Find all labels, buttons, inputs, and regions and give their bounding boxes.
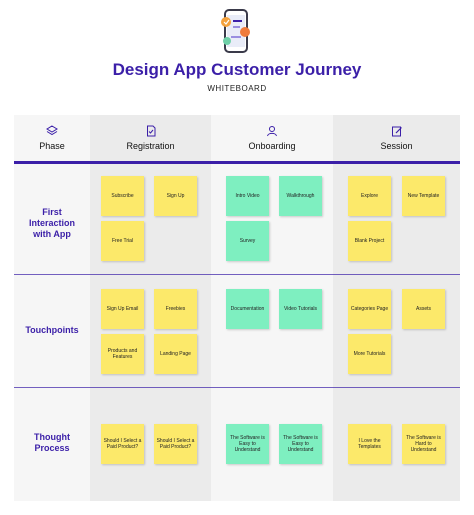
phase-column-bg [14,115,90,501]
column-header-registration: Registration [90,115,211,161]
row-divider [14,274,460,275]
column-label: Phase [39,141,65,151]
sticky-note: Walkthrough [279,176,322,216]
sticky-note: More Tutorials [348,334,391,374]
page-title: Design App Customer Journey [112,60,362,79]
document-check-icon [146,125,155,137]
sticky-note: Subscribe [101,176,144,216]
sticky-note: Free Trial [101,221,144,261]
column-label: Registration [126,141,175,151]
sticky-note: The Software is Easy to Understand [279,424,322,464]
sticky-note: Blank Project [348,221,391,261]
phase-label-touchpoints: Touchpoints [25,325,79,335]
sticky-note: I Love the Templates [348,424,391,464]
column-label: Onboarding [248,141,296,151]
column-label: Session [380,141,413,151]
sticky-note: Documentation [226,289,269,329]
sticky-note: Video Tutorials [279,289,322,329]
page-subtitle: WHITEBOARD [207,84,267,93]
sticky-note: Sign Up [154,176,197,216]
row-divider [14,387,460,388]
column-header-phase: Phase [14,115,90,161]
phase-label-thought-process: Thought Process [34,432,70,453]
sticky-note: Should I Select a Paid Product? [154,424,197,464]
sticky-note: Survey [226,221,269,261]
column-header-session: Session [333,115,460,161]
sticky-note: Categories Page [348,289,391,329]
sticky-note: Explore [348,176,391,216]
sticky-note: Should I Select a Paid Product? [101,424,144,464]
header-divider [14,161,460,164]
phase-label-first-interaction: First Interaction with App [28,207,75,239]
edit-icon [391,126,402,137]
sticky-note: Landing Page [154,334,197,374]
column-header-onboarding: Onboarding [211,115,333,161]
mobile-app-illustration [215,8,259,56]
sticky-note: Sign Up Email [101,289,144,329]
sticky-note: Freebies [154,289,197,329]
sticky-note: Intro Video [226,176,269,216]
sticky-note: Products and Features [101,334,144,374]
sticky-note: New Template [402,176,445,216]
user-icon [267,126,277,137]
journey-board: Phase Registration Onboarding Session Fi… [14,115,460,501]
sticky-note: The Software is Easy to Understand [226,424,269,464]
sticky-note: The Software is Hard to Understand [402,424,445,464]
layers-icon [46,125,58,136]
sticky-note: Assets [402,289,445,329]
